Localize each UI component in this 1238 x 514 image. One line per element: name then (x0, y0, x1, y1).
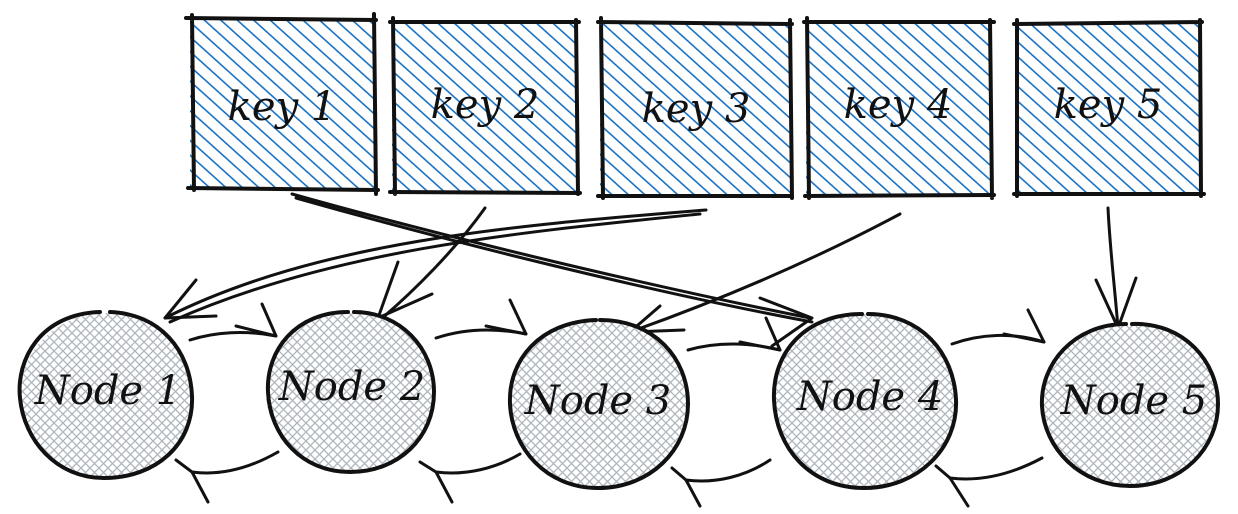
node-circle-5: Node 5 (1039, 321, 1220, 488)
node-label-2: Node 2 (278, 364, 426, 410)
key-label-5: key 5 (1054, 82, 1163, 128)
arrow-key3-to-node1 (163, 208, 708, 324)
arrow-node5-to-node4 (934, 456, 1044, 508)
key-box-1: key 1 (184, 12, 380, 196)
node-label-3: Node 3 (524, 378, 672, 424)
key-label-4: key 4 (844, 82, 953, 128)
key-box-4: key 4 (802, 16, 996, 200)
arrow-key1-to-node4 (290, 192, 814, 348)
arrow-node4-to-node5 (950, 308, 1046, 346)
arrow-key5-to-node5 (1094, 206, 1138, 330)
key-label-1: key 1 (228, 84, 337, 130)
arrow-node4-to-node3 (670, 458, 772, 508)
arrow-node3-to-node2 (418, 452, 522, 504)
node-circle-3: Node 3 (507, 318, 690, 490)
node-circle-2: Node 2 (265, 310, 436, 474)
key-box-3: key 3 (596, 16, 794, 200)
key-label-3: key 3 (642, 86, 751, 132)
key-box-5: key 5 (1012, 18, 1206, 198)
node-label-5: Node 5 (1060, 378, 1208, 424)
key-label-2: key 2 (431, 82, 540, 128)
node-circle-1: Node 1 (17, 310, 195, 480)
node-circle-4: Node 4 (771, 312, 959, 490)
arrow-node3-to-node4 (686, 316, 782, 352)
node-label-1: Node 1 (34, 368, 182, 414)
node-label-4: Node 4 (796, 374, 944, 420)
arrow-node1-to-node2 (188, 302, 278, 342)
arrow-node2-to-node3 (434, 298, 528, 340)
key-box-2: key 2 (388, 16, 582, 196)
arrow-node2-to-node1 (174, 450, 280, 504)
